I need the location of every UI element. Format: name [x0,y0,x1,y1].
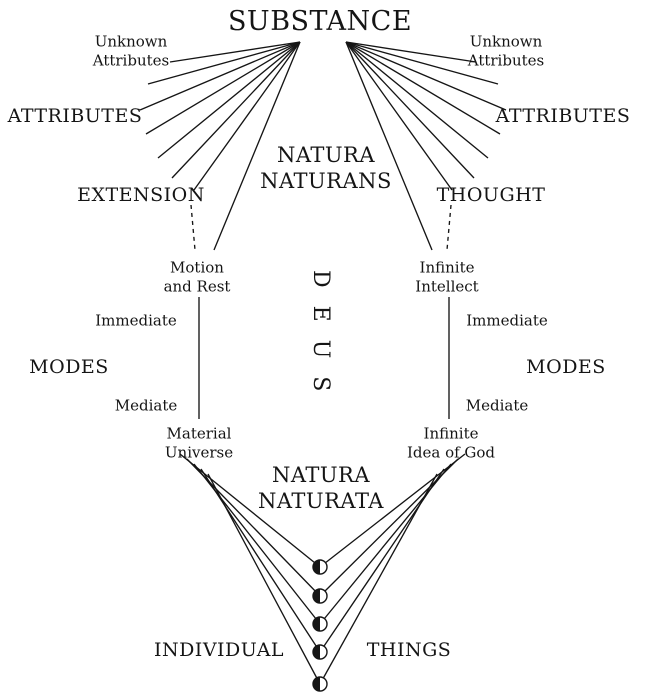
fan-line [147,41,301,85]
label-line: Material [166,424,232,443]
label-things: THINGS [366,639,452,662]
fan-line [200,468,321,653]
bottom-left-fan [179,453,321,685]
label-line: Infinite [419,258,475,277]
bottom-right-fan [319,453,466,685]
label-line: Infinite [423,424,479,443]
fan-line [345,41,489,159]
label-line: NATURANS [260,169,392,193]
label-deus: DEUS [308,270,333,410]
individual-things-icons [312,559,328,692]
label-line: Idea of God [406,443,496,461]
label-modes-right: MODES [526,356,606,379]
half-filled-circle-icon [312,644,328,660]
fan-line [193,41,301,191]
thought-intellect-dashed-link [446,204,452,251]
label-line: Motion [170,258,224,277]
fan-line [345,41,501,135]
fan-line [171,41,301,179]
label-modes-left: MODES [29,356,109,379]
fan-line [139,41,301,111]
label-line: NATURATA [258,489,384,513]
label-line: Unknown [469,32,543,51]
label-immediate-left: Immediate [95,311,177,330]
label-thought: THOUGHT [436,184,546,207]
label-individual: INDIVIDUAL [153,639,285,662]
top-left-fan [139,41,301,251]
label-infinite-intellect: Infinite Intellect [415,258,478,296]
label-extension: EXTENSION [77,184,205,207]
extension-motion-dashed-link [190,204,196,251]
label-substance: SUBSTANCE [227,6,413,38]
fan-line [345,41,453,191]
label-line: NATURA [276,142,376,167]
label-mediate-right: Mediate [465,396,529,415]
label-mediate-left: Mediate [114,396,178,415]
label-attributes-left: ATTRIBUTES [7,105,143,128]
label-line: Attributes [467,51,545,69]
label-infinite-idea-of-god: Infinite Idea of God [407,424,495,462]
half-filled-circle-icon [312,616,328,632]
fan-line [207,473,321,685]
fan-line [169,41,301,63]
fan-line [345,41,499,85]
fan-line [157,41,301,159]
fan-line [345,41,475,179]
fan-line [345,41,477,63]
half-filled-circle-icon [312,559,328,575]
label-natura-naturata: NATURA NATURATA [258,462,384,515]
fan-line [319,473,438,685]
label-attributes-right: ATTRIBUTES [495,105,631,128]
label-natura-naturans: NATURA NATURANS [260,142,392,195]
label-unknown-attributes-right: Unknown Attributes [468,32,544,70]
fan-line [213,41,301,251]
top-right-fan [345,41,507,251]
fan-line [345,41,507,111]
fan-line [345,41,433,251]
label-unknown-attributes-left: Unknown Attributes [93,32,169,70]
label-line: Intellect [415,277,479,295]
label-motion-and-rest: Motion and Rest [164,258,231,296]
label-line: and Rest [163,277,231,295]
label-line: NATURA [271,462,371,487]
label-line: Universe [164,443,234,461]
label-line: Attributes [92,51,170,69]
label-immediate-right: Immediate [466,311,548,330]
label-line: Unknown [94,32,168,51]
label-material-universe: Material Universe [165,424,233,462]
half-filled-circle-icon [312,676,328,692]
half-filled-circle-icon [312,588,328,604]
fan-line [145,41,301,135]
